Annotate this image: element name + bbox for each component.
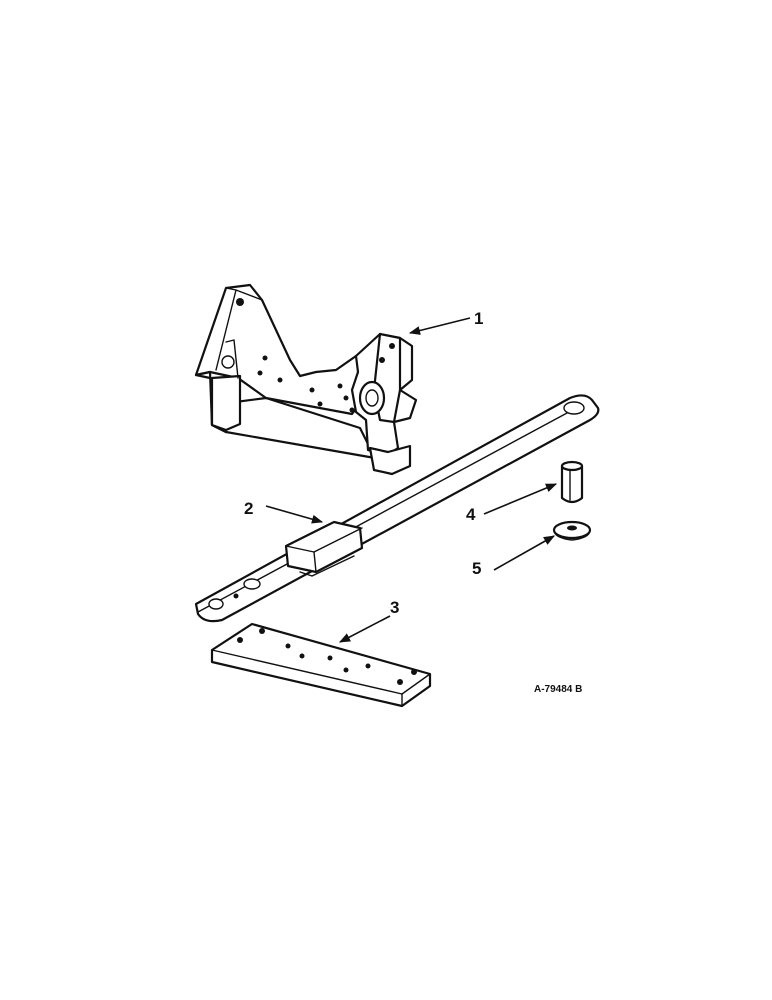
leader-5: [493, 535, 555, 571]
part-2-drawbar: [194, 394, 600, 623]
part-5-washer: [552, 520, 592, 541]
part-3-plate: [210, 622, 432, 708]
leader-lines: [265, 317, 558, 643]
leader-1: [408, 317, 471, 335]
callout-5: 5: [472, 559, 481, 578]
part-1-support-bracket: [194, 283, 418, 476]
reference-code: A-79484 B: [534, 684, 582, 695]
leader-2: [265, 505, 324, 524]
leader-3: [339, 615, 391, 643]
callout-3: 3: [390, 598, 399, 617]
leader-4: [483, 483, 558, 515]
callout-2: 2: [244, 499, 253, 518]
callout-4: 4: [466, 505, 476, 524]
callout-1: 1: [474, 309, 483, 328]
part-4-bushing: [560, 460, 584, 504]
